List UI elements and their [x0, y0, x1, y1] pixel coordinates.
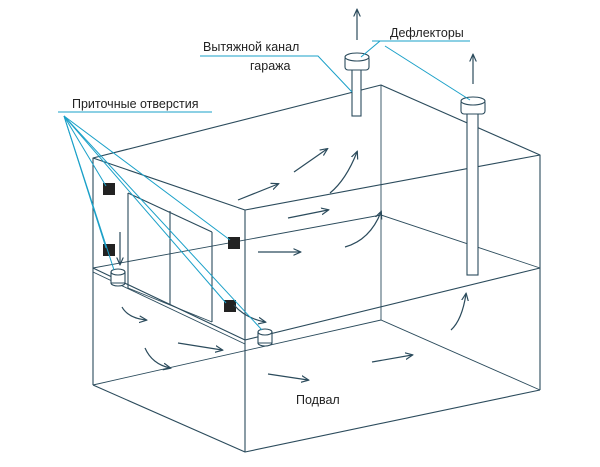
- building-box: [92, 84, 541, 453]
- leader-inlets: [63, 115, 115, 271]
- inlet-vent: [228, 237, 240, 249]
- airflow-arrow: [121, 306, 146, 320]
- leader-inlets: [63, 115, 231, 241]
- airflow-arrow: [237, 184, 278, 201]
- airflow-arrow: [371, 355, 412, 363]
- leader-inlets: [63, 115, 263, 331]
- basement-exhaust-pipe: [460, 96, 486, 276]
- leader-lines: [58, 40, 471, 331]
- leader-inlets: [63, 115, 107, 187]
- airflow-arrow: [293, 149, 327, 173]
- airflow-arrow: [267, 373, 308, 380]
- inlet-vents: [103, 183, 240, 312]
- exhaust-channel-label-line2: гаража: [250, 59, 291, 73]
- exhaust-channel-label-line1: Вытяжной канал: [203, 40, 299, 54]
- garage-exhaust-pipe: [344, 52, 370, 117]
- deflectors-label: Дефлекторы: [390, 26, 464, 40]
- airflow-arrow: [177, 342, 222, 350]
- basement-label: Подвал: [296, 393, 340, 407]
- floor-opening-right: [257, 328, 273, 347]
- exhaust-up-arrows: [357, 10, 473, 84]
- leader-deflectors: [360, 40, 381, 58]
- garage-door: [127, 192, 213, 323]
- leader-exhaust: [200, 55, 353, 93]
- airflow-arrow: [344, 212, 381, 248]
- airflow-arrow: [233, 304, 265, 322]
- leader-deflectors: [384, 45, 471, 101]
- inlet-vent: [224, 300, 236, 312]
- airflow-arrow: [287, 210, 328, 219]
- floor-opening-left: [110, 268, 126, 287]
- airflow-arrow: [144, 347, 170, 368]
- leader-inlets: [63, 115, 227, 304]
- airflow-arrow: [450, 294, 466, 331]
- inlets-label: Приточные отверстия: [72, 97, 199, 111]
- floor-openings: [110, 268, 273, 347]
- airflow-arrow: [329, 152, 357, 194]
- airflow-arrows: [120, 149, 466, 380]
